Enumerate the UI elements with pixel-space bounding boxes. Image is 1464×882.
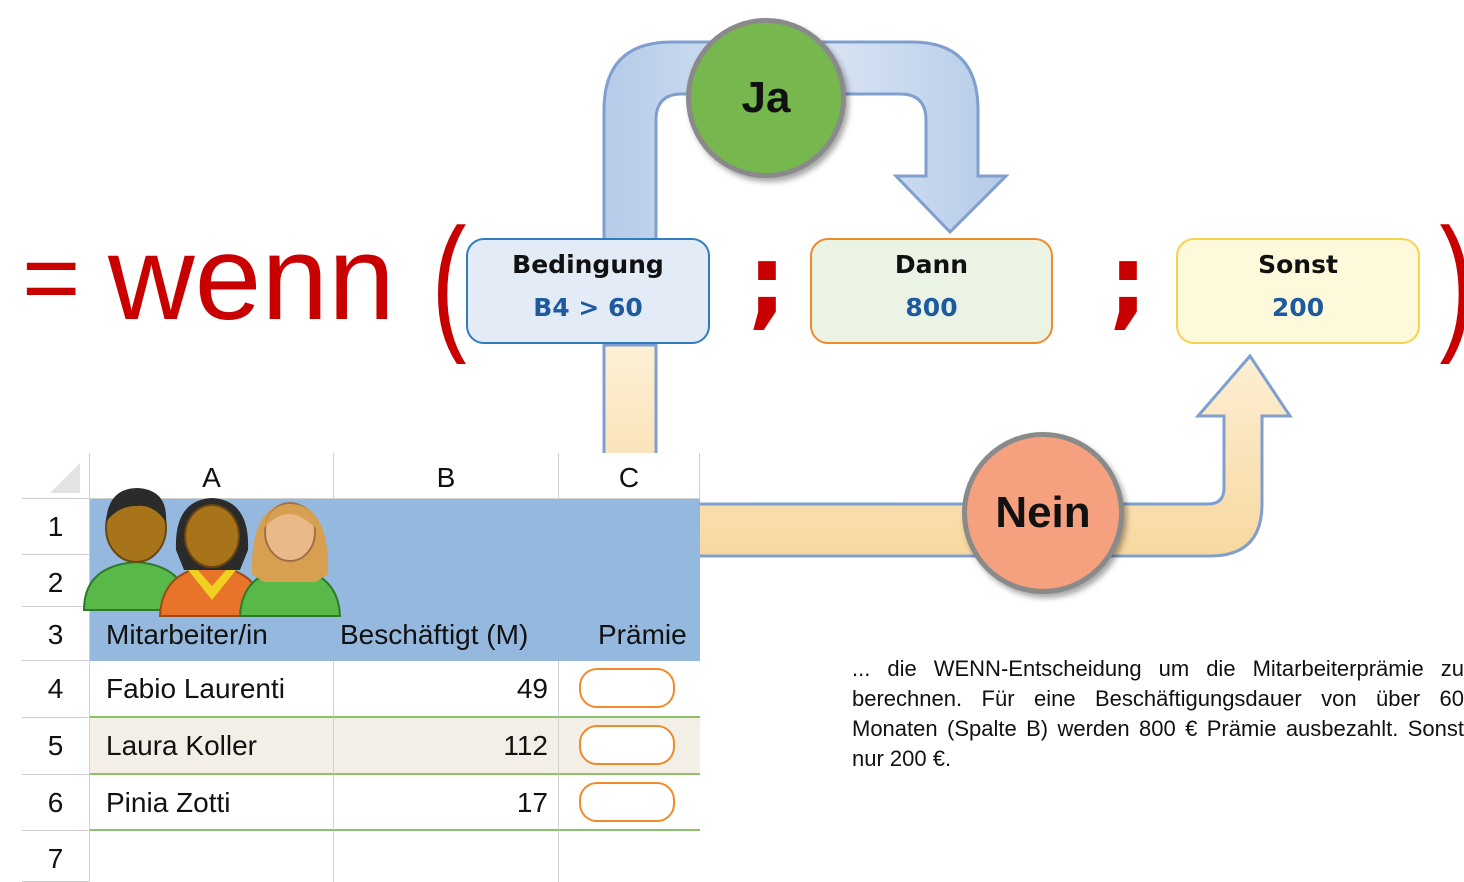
- condition-box: Bedingung B4 > 60: [466, 238, 710, 344]
- cell-a5[interactable]: Laura Koller: [90, 718, 334, 775]
- cell-b4[interactable]: 49: [334, 661, 559, 718]
- row-header-5[interactable]: 5: [22, 718, 90, 775]
- cell-c7[interactable]: [559, 831, 700, 882]
- then-box: Dann 800: [810, 238, 1053, 344]
- cell-a6[interactable]: Pinia Zotti: [90, 775, 334, 831]
- cell-b5[interactable]: 112: [334, 718, 559, 775]
- then-label: Dann: [894, 250, 969, 279]
- people-group-icon: [82, 488, 342, 617]
- else-box: Sonst 200: [1176, 238, 1420, 344]
- bonus-placeholder: [579, 725, 675, 765]
- cell-b7[interactable]: [334, 831, 559, 882]
- column-header-c[interactable]: C: [559, 453, 700, 499]
- else-label: Sonst: [1258, 250, 1338, 279]
- bonus-placeholder: [579, 668, 675, 708]
- spreadsheet: A B C 1 2 3 4 5 6 7 Mitarbeiter/in Besch…: [22, 453, 700, 882]
- cell-a7[interactable]: [90, 831, 334, 882]
- cell-b6[interactable]: 17: [334, 775, 559, 831]
- formula-separator-2: ;: [1108, 223, 1148, 340]
- header-employed-months[interactable]: Beschäftigt (M): [340, 619, 529, 650]
- condition-label: Bedingung: [512, 250, 664, 279]
- then-value: 800: [905, 293, 958, 322]
- yes-branch-circle: Ja: [686, 18, 846, 178]
- no-branch-circle: Nein: [962, 432, 1124, 594]
- select-all-corner-icon: [50, 463, 80, 493]
- row-header-7[interactable]: 7: [22, 831, 90, 882]
- formula-separator-1: ;: [747, 223, 787, 340]
- row-header-1[interactable]: 1: [22, 499, 90, 555]
- cell-c4[interactable]: [559, 661, 700, 718]
- select-all-corner[interactable]: [22, 453, 90, 499]
- cell-a4[interactable]: Fabio Laurenti: [90, 661, 334, 718]
- formula-close-paren: ): [1439, 206, 1464, 356]
- bonus-placeholder: [579, 782, 675, 822]
- condition-value: B4 > 60: [533, 293, 643, 322]
- cell-c6[interactable]: [559, 775, 700, 831]
- header-employee[interactable]: Mitarbeiter/in: [106, 619, 268, 650]
- formula-equals: =: [22, 222, 81, 334]
- else-value: 200: [1271, 293, 1325, 322]
- header-bonus[interactable]: Prämie: [598, 619, 687, 650]
- explanation-text: ... die WENN-Entscheidung um die Mitarbe…: [852, 656, 1464, 771]
- formula-function-name: wenn: [108, 211, 395, 345]
- row-header-6[interactable]: 6: [22, 775, 90, 831]
- cell-c5[interactable]: [559, 718, 700, 775]
- no-arrow: [602, 343, 1293, 558]
- formula-open-paren: (: [431, 197, 467, 365]
- row-header-2[interactable]: 2: [22, 555, 90, 607]
- row-header-4[interactable]: 4: [22, 661, 90, 718]
- column-header-b[interactable]: B: [334, 453, 559, 499]
- row-header-3[interactable]: 3: [22, 607, 90, 661]
